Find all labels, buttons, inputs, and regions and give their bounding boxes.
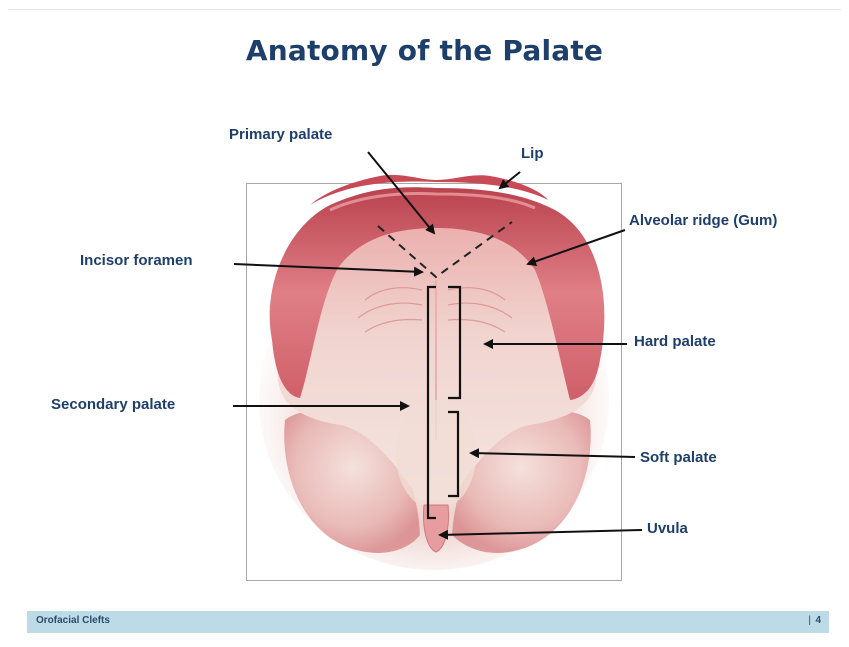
footer-title: Orofacial Clefts (36, 615, 110, 626)
footer-bar: Orofacial Clefts | 4 (27, 611, 829, 633)
label-hard-palate: Hard palate (634, 333, 716, 350)
label-alveolar-ridge: Alveolar ridge (Gum) (629, 212, 777, 229)
label-lip: Lip (521, 145, 544, 162)
footer-separator: | (808, 615, 811, 626)
label-secondary-palate: Secondary palate (51, 396, 175, 413)
label-uvula: Uvula (647, 520, 688, 537)
label-soft-palate: Soft palate (640, 449, 717, 466)
label-incisor-foramen: Incisor foramen (80, 252, 193, 269)
soft-palate-region (396, 400, 476, 510)
label-primary-palate: Primary palate (229, 126, 332, 143)
page-number: 4 (815, 615, 821, 626)
